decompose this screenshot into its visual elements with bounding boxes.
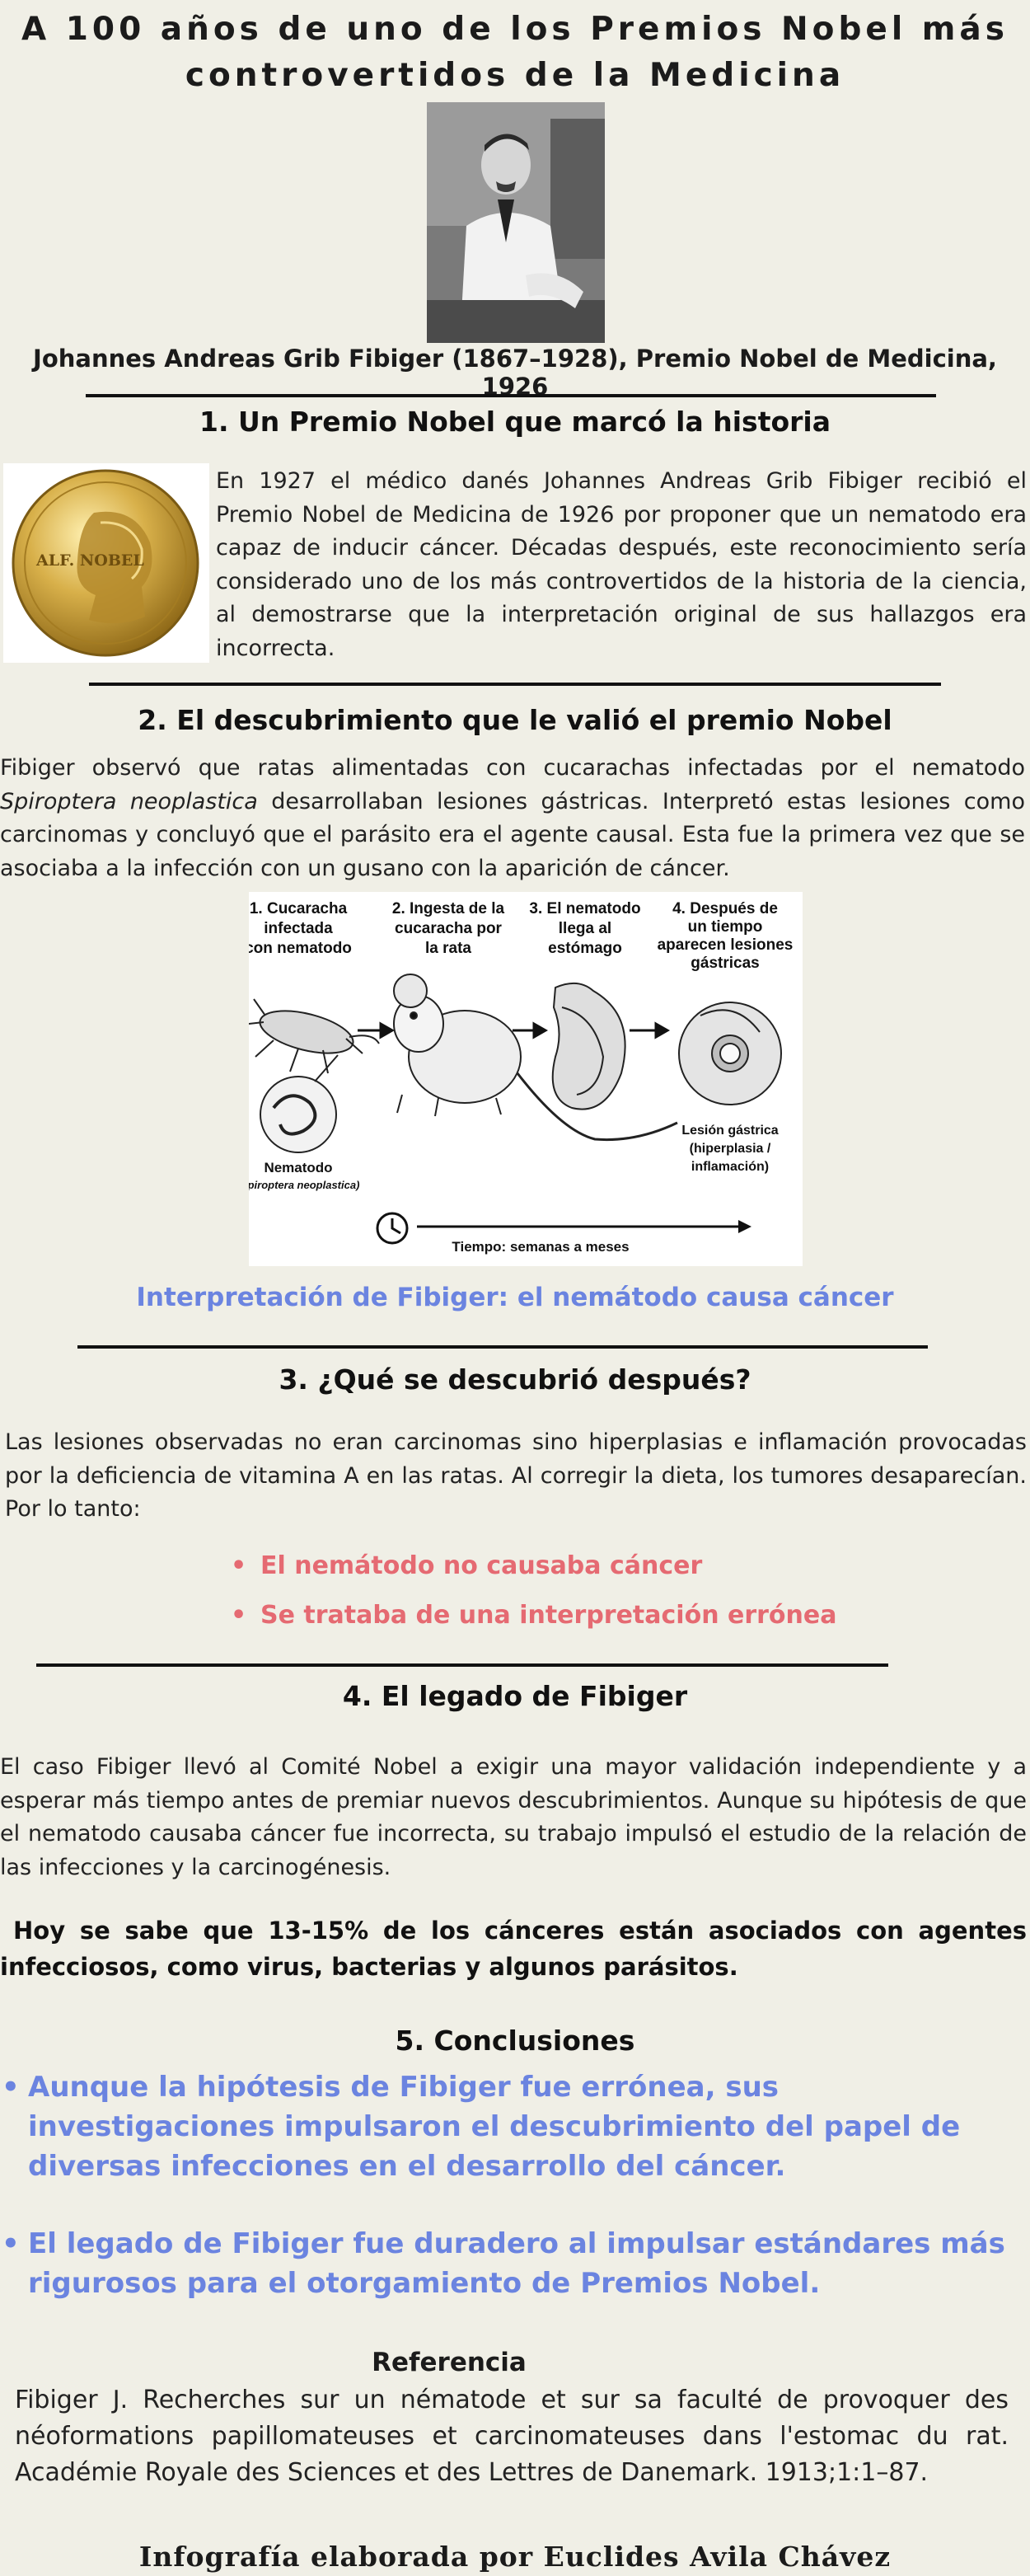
- list-item-text: Se trataba de una interpretación errónea: [260, 1601, 837, 1630]
- list-item-text: Aunque la hipótesis de Fibiger fue errón…: [28, 2071, 961, 2183]
- portrait-caption: Johannes Andreas Grib Fibiger (1867–1928…: [33, 345, 997, 401]
- step4-label-3: aparecen lesiones: [658, 936, 794, 954]
- findings-list: • El nemátodo no causaba cáncer • Se trata…: [231, 1541, 837, 1640]
- life-cycle-diagram: 1. Cucaracha infectada con nematodo 2. I…: [237, 892, 803, 1266]
- lesion-label-2: (hiperplasia /: [690, 1142, 771, 1156]
- bullet-glyph: •: [2, 2071, 20, 2104]
- section3-heading: 3. ¿Qué se descubrió después?: [279, 1363, 751, 1396]
- step3-label-2: llega al: [559, 920, 611, 937]
- section1-body: En 1927 el médico danés Johannes Andreas…: [216, 468, 1027, 661]
- step2-label-3: la rata: [425, 940, 471, 957]
- nematode-label: Nematodo: [264, 1160, 332, 1175]
- portrait-photo: [427, 102, 605, 343]
- title-line-2: controvertidos de la Medicina: [185, 57, 845, 94]
- divider: [36, 1663, 888, 1667]
- clock-icon: [376, 1212, 409, 1245]
- divider: [77, 1345, 928, 1349]
- step4-label-4: gástricas: [691, 955, 759, 972]
- step4-label-1: 4. Después de: [672, 900, 778, 917]
- lesion-label-1: Lesión gástrica: [681, 1124, 778, 1138]
- bullet-glyph: •: [231, 1601, 247, 1630]
- title-line-1: A 100 años de uno de los Premios Nobel m…: [21, 11, 1009, 48]
- list-item: • Se trataba de una interpretación erróne…: [231, 1591, 837, 1640]
- section2-body: Fibiger observó que ratas alimentadas co…: [0, 752, 1025, 885]
- conclusions-list: •Aunque la hipótesis de Fibiger fue erró…: [0, 2067, 1022, 2341]
- medal-inscription: ALF. NOBEL: [35, 551, 144, 570]
- species-name: Spiroptera neoplastica: [0, 788, 258, 814]
- divider: [89, 683, 941, 686]
- bullet-glyph: •: [231, 1551, 247, 1580]
- statistic-highlight: Hoy se sabe que 13-15% de los cánceres e…: [0, 1917, 1027, 1981]
- time-label: Tiempo: semanas a meses: [452, 1239, 629, 1255]
- lesion-magnified-drawing: [678, 1002, 782, 1105]
- step3-label-3: estómago: [548, 940, 622, 957]
- step2-label-2: cucaracha por: [395, 920, 502, 937]
- page-title: A 100 años de uno de los Premios Nobel m…: [0, 7, 1030, 99]
- list-item: •El legado de Fibiger fue duradero al im…: [0, 2224, 1022, 2303]
- reference-body: Fibiger J. Recherches sur un nématode et…: [15, 2386, 1009, 2487]
- step1-label-1: 1. Cucaracha: [250, 900, 348, 917]
- list-item-text: El nemátodo no causaba cáncer: [260, 1551, 703, 1580]
- lesion-label-3: inflamación): [691, 1160, 769, 1174]
- rat-drawing: [393, 974, 678, 1142]
- nematode-species-label: (Spiroptera neoplastica): [249, 1179, 359, 1191]
- step2-label-1: 2. Ingesta de la: [392, 900, 505, 917]
- section2-body-start: Fibiger observó que ratas alimentadas co…: [0, 755, 1025, 781]
- nematode-inset: Nematodo (Spiroptera neoplastica): [237, 1054, 359, 1191]
- fibiger-interpretation: Interpretación de Fibiger: el nemátodo c…: [136, 1283, 894, 1312]
- section2-heading: 2. El descubrimiento que le valió el pre…: [138, 704, 892, 736]
- step1-label-3: con nematodo: [249, 940, 352, 957]
- cockroach-drawing: [248, 998, 380, 1074]
- section4-heading: 4. El legado de Fibiger: [342, 1680, 688, 1712]
- list-item-text: El legado de Fibiger fue duradero al imp…: [28, 2227, 1005, 2300]
- section5-heading: 5. Conclusiones: [395, 2025, 635, 2057]
- list-item: • El nemátodo no causaba cáncer: [231, 1541, 837, 1591]
- step1-label-2: infectada: [264, 920, 333, 937]
- step4-label-2: un tiempo: [688, 918, 763, 936]
- author-credit: Infografía elaborada por Euclides Avila …: [138, 2541, 892, 2573]
- list-item: •Aunque la hipótesis de Fibiger fue erró…: [0, 2067, 1022, 2186]
- stomach-drawing: [551, 982, 626, 1110]
- divider: [86, 394, 936, 397]
- nobel-medal-image: ALF. NOBEL: [3, 463, 209, 663]
- section4-body: El caso Fibiger llevó al Comité Nobel a …: [0, 1754, 1027, 1880]
- step3-label-1: 3. El nematodo: [529, 900, 640, 917]
- bullet-glyph: •: [2, 2227, 20, 2260]
- reference-heading: Referencia: [372, 2348, 527, 2377]
- section1-heading: 1. Un Premio Nobel que marcó la historia: [199, 406, 831, 438]
- section2-body-end: desarrollaban lesiones gástricas. Interp…: [0, 788, 1025, 881]
- section3-body: Las lesiones observadas no eran carcinom…: [5, 1429, 1027, 1522]
